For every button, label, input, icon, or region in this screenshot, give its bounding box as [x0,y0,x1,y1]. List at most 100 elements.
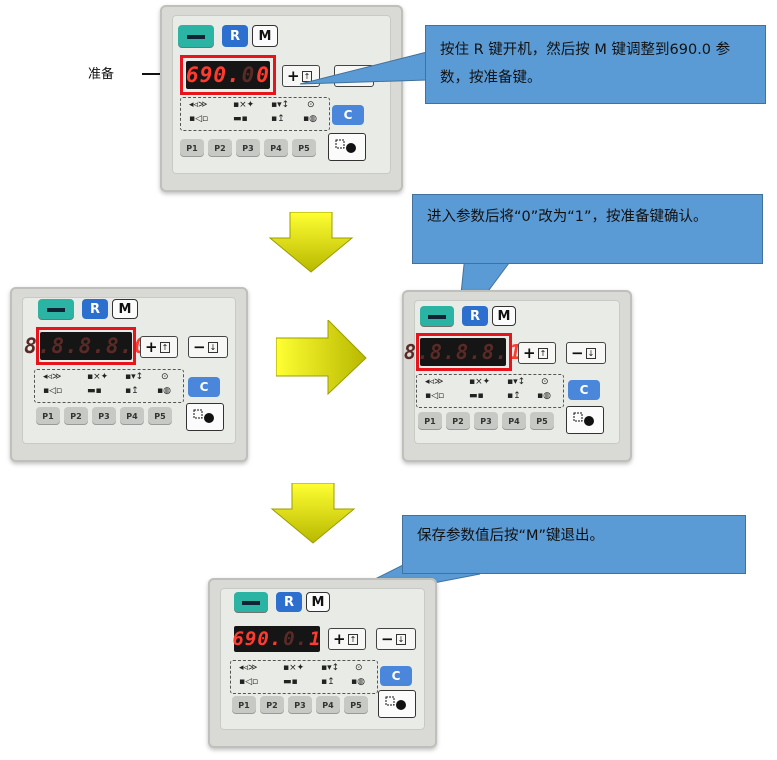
thread-icon: ▬▪ [87,386,102,396]
callout-text-1: 按住 R 键开机，然后按 M 键调整到690.0 参数，按准备键。 [440,42,731,86]
function-icon-row: ◂◃≫ ▪×✦ ▪▾↕ ⊙ ▪◁▫ ▬▪ ▪↥ ▪◍ [230,660,378,694]
back-tack-icon: ▪◁▫ [189,114,209,124]
minus-sub-icon: ↓ [395,633,407,645]
plus-label: + [287,67,300,85]
plus-label: + [145,338,158,356]
cutter-icon: ▪×✦ [469,377,491,387]
function-icon-row: ◂◃≫ ▪×✦ ▪▾↕ ⊙ ▪◁▫ ▬▪ ▪↥ ▪◍ [180,97,330,131]
cycle-button[interactable]: C [568,380,600,400]
needle-icon: ▪▾↕ [507,377,526,387]
ready-button[interactable] [566,406,604,434]
m-button[interactable]: M [492,306,516,326]
display-dim-digits: 8.8.8.8. [403,340,509,364]
p4-button[interactable]: P4 [264,139,288,157]
foot-lift-icon: ▪↥ [125,386,139,396]
p3-button[interactable]: P3 [474,412,498,430]
foot-lift-icon: ▪↥ [271,114,285,124]
plus-sub-icon: ↑ [159,341,171,353]
presser-foot-button[interactable] [38,299,74,319]
down-arrow-1 [268,212,354,274]
callout-box-2: 进入参数后将“0”改为“1”，按准备键确认。 [412,194,763,264]
parameter-display: 8.8.8.8.1 [404,338,521,366]
p3-button[interactable]: P3 [236,139,260,157]
timer-icon: ⊙ [355,663,363,673]
callout-box-1: 按住 R 键开机，然后按 M 键调整到690.0 参数，按准备键。 [425,25,766,104]
p2-button[interactable]: P2 [260,696,284,714]
p3-button[interactable]: P3 [288,696,312,714]
p5-button[interactable]: P5 [344,696,368,714]
display-digits: 690. [186,63,241,87]
p2-button[interactable]: P2 [446,412,470,430]
ready-icon [193,409,214,423]
display-dim-digit: 0. [283,628,309,650]
cycle-button[interactable]: C [188,377,220,397]
presser-foot-button[interactable] [178,25,214,47]
p5-button[interactable]: P5 [292,139,316,157]
p2-button[interactable]: P2 [64,407,88,425]
plus-button[interactable]: +↑ [140,336,178,358]
p1-button[interactable]: P1 [180,139,204,157]
p3-button[interactable]: P3 [92,407,116,425]
callout-box-3: 保存参数值后按“M”键退出。 [402,515,746,574]
r-button[interactable]: R [82,299,108,319]
control-panel-3: R M 8.8.8.8.1 +↑ −↓ ◂◃≫ ▪×✦ ▪▾↕ ⊙ ▪◁▫ ▬▪… [402,290,632,462]
function-icon-row: ◂◃≫ ▪×✦ ▪▾↕ ⊙ ▪◁▫ ▬▪ ▪↥ ▪◍ [34,369,184,403]
thread-icon: ▬▪ [233,114,248,124]
m-button[interactable]: M [112,299,138,319]
presser-foot-icon [187,35,205,39]
bobbin-icon: ▪◍ [351,677,365,687]
p4-button[interactable]: P4 [316,696,340,714]
ready-button[interactable] [186,403,224,431]
plus-sub-icon: ↑ [301,70,313,82]
p5-button[interactable]: P5 [148,407,172,425]
minus-button[interactable]: −↓ [188,336,228,358]
foot-lift-icon: ▪↥ [321,677,335,687]
plus-sub-icon: ↑ [347,633,359,645]
p4-button[interactable]: P4 [120,407,144,425]
presser-foot-button[interactable] [420,306,454,326]
plus-button[interactable]: +↑ [518,342,556,364]
m-button[interactable]: M [252,25,278,47]
minus-button[interactable]: −↓ [566,342,606,364]
callout-text-3: 保存参数值后按“M”键退出。 [417,528,605,544]
display-highlight-box [416,333,512,371]
p4-button[interactable]: P4 [502,412,526,430]
stitch-pattern-icon: ◂◃≫ [425,377,444,387]
cycle-button[interactable]: C [332,105,364,125]
p5-button[interactable]: P5 [530,412,554,430]
thread-icon: ▬▪ [469,391,484,401]
minus-button[interactable]: −↓ [376,628,416,650]
down-arrow-2 [270,483,356,545]
ready-button[interactable] [378,690,416,718]
presser-foot-icon [242,601,260,605]
timer-icon: ⊙ [307,100,315,110]
cutter-icon: ▪×✦ [233,100,255,110]
minus-label: − [571,344,584,362]
display-dim-digits: 8.8.8.8. [24,334,134,358]
ready-icon [335,139,356,153]
r-button[interactable]: R [462,306,488,326]
cycle-button[interactable]: C [380,666,412,686]
plus-button[interactable]: +↑ [328,628,366,650]
display-highlight-box [180,55,276,95]
side-label: 准备 [88,67,115,82]
right-arrow-icon [276,320,367,396]
minus-sub-icon: ↓ [585,347,597,359]
ready-button[interactable] [328,133,366,161]
foot-lift-icon: ▪↥ [507,391,521,401]
r-button[interactable]: R [222,25,248,47]
minus-sub-icon: ↓ [207,341,219,353]
p1-button[interactable]: P1 [36,407,60,425]
r-button[interactable]: R [276,592,302,612]
m-button[interactable]: M [306,592,330,612]
bobbin-icon: ▪◍ [537,391,551,401]
down-arrow-icon [268,212,354,273]
presser-foot-icon [428,315,446,319]
presser-foot-button[interactable] [234,592,268,612]
callout-pointer-1 [300,51,428,85]
p2-button[interactable]: P2 [208,139,232,157]
display-last-digit: 0 [256,63,270,87]
needle-icon: ▪▾↕ [321,663,340,673]
p1-button[interactable]: P1 [232,696,256,714]
p1-button[interactable]: P1 [418,412,442,430]
